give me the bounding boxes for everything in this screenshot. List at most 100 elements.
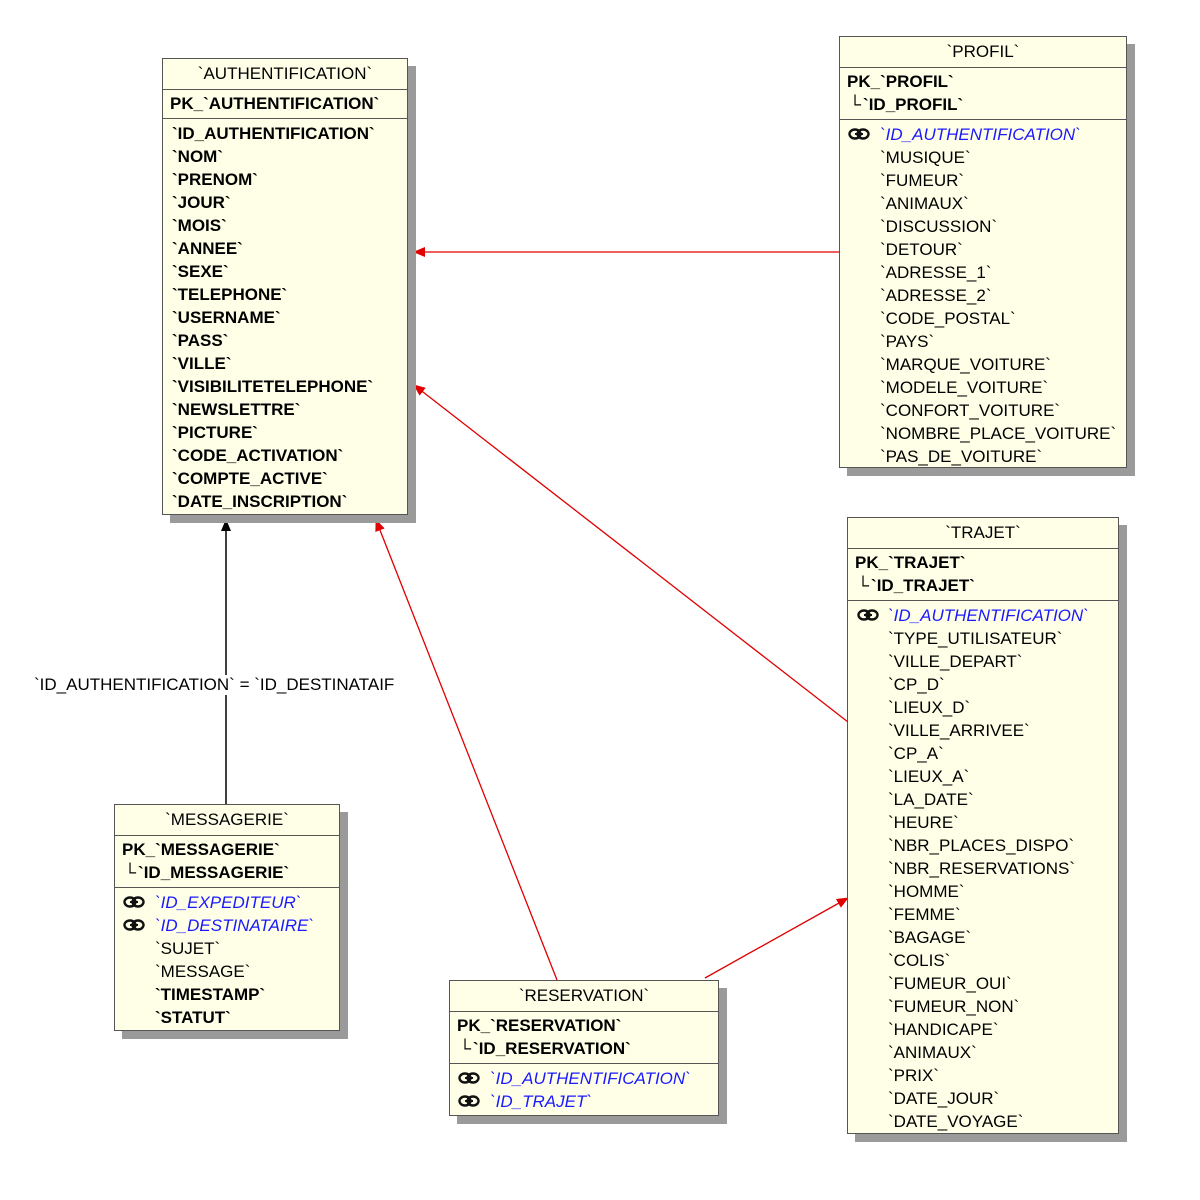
table-field[interactable]: `NBR_RESERVATIONS`	[848, 857, 1118, 880]
table-field[interactable]: `HOMME`	[848, 880, 1118, 903]
primary-key-section: PK_`TRAJET` └`ID_TRAJET`	[848, 549, 1118, 601]
table-field[interactable]: `ID_AUTHENTIFICATION`	[163, 122, 407, 145]
primary-key-name: PK_`TRAJET`	[855, 553, 966, 572]
field-name: `ID_AUTHENTIFICATION`	[490, 1069, 691, 1088]
table-field[interactable]: `HANDICAPE`	[848, 1018, 1118, 1041]
table-field[interactable]: `PRENOM`	[163, 168, 407, 191]
field-name: `ADRESSE_1`	[880, 263, 992, 282]
field-name: `PASS`	[172, 331, 229, 350]
field-name: `NBR_PLACES_DISPO`	[888, 836, 1075, 855]
field-name: `NEWSLETTRE`	[172, 400, 301, 419]
table-field[interactable]: `CP_D`	[848, 673, 1118, 696]
field-list: `ID_EXPEDITEUR` `ID_DESTINATAIRE` `SUJET` `…	[115, 888, 339, 1033]
table-field[interactable]: `DETOUR`	[840, 238, 1126, 261]
relationship-label: `ID_AUTHENTIFICATION` = `ID_DESTINATAIF	[34, 675, 416, 695]
table-field[interactable]: `LA_DATE`	[848, 788, 1118, 811]
table-field[interactable]: `CP_A`	[848, 742, 1118, 765]
field-name: `VILLE`	[172, 354, 232, 373]
foreign-key-field[interactable]: `ID_AUTHENTIFICATION`	[450, 1067, 718, 1090]
table-field[interactable]: `TYPE_UTILISATEUR`	[848, 627, 1118, 650]
field-name: `HANDICAPE`	[888, 1020, 999, 1039]
table-title: `MESSAGERIE`	[115, 805, 339, 836]
field-name: `ID_AUTHENTIFICATION`	[880, 125, 1081, 144]
primary-key-section: PK_`RESERVATION` └`ID_RESERVATION`	[450, 1012, 718, 1064]
table-field[interactable]: `CODE_ACTIVATION`	[163, 444, 407, 467]
field-name: `FUMEUR`	[880, 171, 965, 190]
table-field[interactable]: `NBR_PLACES_DISPO`	[848, 834, 1118, 857]
table-field[interactable]: `VILLE_ARRIVEE`	[848, 719, 1118, 742]
field-name: `STATUT`	[155, 1008, 231, 1027]
foreign-key-field[interactable]: `ID_AUTHENTIFICATION`	[848, 604, 1118, 627]
foreign-key-field[interactable]: `ID_DESTINATAIRE`	[115, 914, 339, 937]
table-title: `PROFIL`	[840, 37, 1126, 68]
primary-key-column-name: `ID_MESSAGERIE`	[138, 863, 290, 882]
table-field[interactable]: `VISIBILITETELEPHONE`	[163, 375, 407, 398]
table-field[interactable]: `VILLE_DEPART`	[848, 650, 1118, 673]
table-field[interactable]: `BAGAGE`	[848, 926, 1118, 949]
table-field[interactable]: `LIEUX_A`	[848, 765, 1118, 788]
table-field[interactable]: `ADRESSE_1`	[840, 261, 1126, 284]
table-messagerie[interactable]: `MESSAGERIE` PK_`MESSAGERIE` └`ID_MESSAG…	[114, 804, 340, 1031]
table-field[interactable]: `LIEUX_D`	[848, 696, 1118, 719]
table-field[interactable]: `PAS_DE_VOITURE`	[840, 445, 1126, 468]
table-field[interactable]: `ADRESSE_2`	[840, 284, 1126, 307]
table-field[interactable]: `JOUR`	[163, 191, 407, 214]
table-authentification[interactable]: `AUTHENTIFICATION` PK_`AUTHENTIFICATION`…	[162, 58, 408, 515]
field-list: `ID_AUTHENTIFICATION``TYPE_UTILISATEUR``…	[848, 601, 1118, 1137]
table-field[interactable]: `ANIMAUX`	[840, 192, 1126, 215]
table-field[interactable]: `VILLE`	[163, 352, 407, 375]
table-profil[interactable]: `PROFIL` PK_`PROFIL` └`ID_PROFIL` `ID_AU…	[839, 36, 1127, 468]
field-name: `PRIX`	[888, 1066, 939, 1085]
table-field[interactable]: `SEXE`	[163, 260, 407, 283]
table-field[interactable]: `FUMEUR_OUI`	[848, 972, 1118, 995]
table-field[interactable]: `DATE_INSCRIPTION`	[163, 490, 407, 513]
table-field[interactable]: `PASS`	[163, 329, 407, 352]
table-field[interactable]: `ANIMAUX`	[848, 1041, 1118, 1064]
table-field[interactable]: `NEWSLETTRE`	[163, 398, 407, 421]
table-trajet[interactable]: `TRAJET` PK_`TRAJET` └`ID_TRAJET` `ID_AU…	[847, 517, 1119, 1134]
table-field[interactable]: `STATUT`	[115, 1006, 339, 1029]
table-field[interactable]: `MESSAGE`	[115, 960, 339, 983]
table-field[interactable]: `MARQUE_VOITURE`	[840, 353, 1126, 376]
table-field[interactable]: `SUJET`	[115, 937, 339, 960]
table-field[interactable]: `PICTURE`	[163, 421, 407, 444]
field-name: `LA_DATE`	[888, 790, 974, 809]
table-field[interactable]: `FEMME`	[848, 903, 1118, 926]
table-field[interactable]: `PRIX`	[848, 1064, 1118, 1087]
tree-branch-icon: └	[849, 95, 862, 114]
table-field[interactable]: `ANNEE`	[163, 237, 407, 260]
tree-branch-icon: └	[459, 1039, 472, 1058]
table-field[interactable]: `CONFORT_VOITURE`	[840, 399, 1126, 422]
table-reservation[interactable]: `RESERVATION` PK_`RESERVATION` └`ID_RESE…	[449, 980, 719, 1116]
table-field[interactable]: `TIMESTAMP`	[115, 983, 339, 1006]
primary-key-name: PK_`MESSAGERIE`	[122, 840, 280, 859]
table-field[interactable]: `FUMEUR_NON`	[848, 995, 1118, 1018]
field-name: `COLIS`	[888, 951, 951, 970]
table-field[interactable]: `MUSIQUE`	[840, 146, 1126, 169]
field-name: `NOM`	[172, 147, 223, 166]
table-field[interactable]: `MOIS`	[163, 214, 407, 237]
table-field[interactable]: `DISCUSSION`	[840, 215, 1126, 238]
table-field[interactable]: `COMPTE_ACTIVE`	[163, 467, 407, 490]
primary-key-column-name: `ID_RESERVATION`	[473, 1039, 631, 1058]
table-field[interactable]: `CODE_POSTAL`	[840, 307, 1126, 330]
field-name: `SUJET`	[155, 939, 221, 958]
foreign-key-field[interactable]: `ID_AUTHENTIFICATION`	[840, 123, 1126, 146]
table-field[interactable]: `DATE_JOUR`	[848, 1087, 1118, 1110]
field-name: `TELEPHONE`	[172, 285, 288, 304]
table-field[interactable]: `TELEPHONE`	[163, 283, 407, 306]
foreign-key-field[interactable]: `ID_TRAJET`	[450, 1090, 718, 1113]
table-field[interactable]: `MODELE_VOITURE`	[840, 376, 1126, 399]
table-field[interactable]: `NOMBRE_PLACE_VOITURE`	[840, 422, 1126, 445]
field-name: `TIMESTAMP`	[155, 985, 266, 1004]
table-field[interactable]: `NOM`	[163, 145, 407, 168]
table-field[interactable]: `DATE_VOYAGE`	[848, 1110, 1118, 1133]
foreign-key-field[interactable]: `ID_EXPEDITEUR`	[115, 891, 339, 914]
field-name: `ID_EXPEDITEUR`	[155, 893, 302, 912]
table-field[interactable]: `COLIS`	[848, 949, 1118, 972]
table-field[interactable]: `PAYS`	[840, 330, 1126, 353]
table-field[interactable]: `HEURE`	[848, 811, 1118, 834]
table-field[interactable]: `USERNAME`	[163, 306, 407, 329]
table-field[interactable]: `FUMEUR`	[840, 169, 1126, 192]
